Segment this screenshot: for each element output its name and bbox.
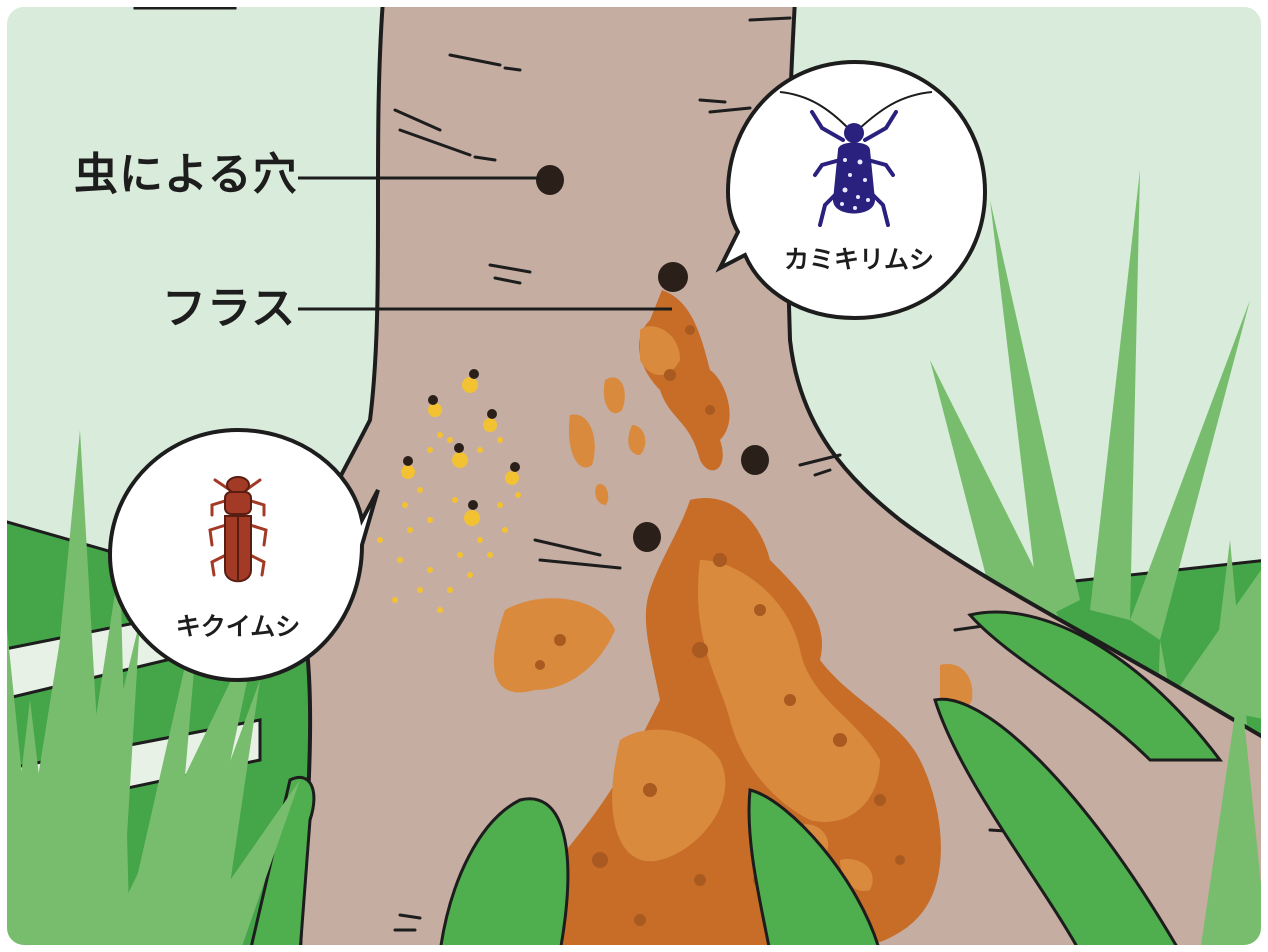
label-longhorn-beetle: カミキリムシ	[784, 247, 934, 272]
label-insect-hole: 虫による穴	[74, 153, 298, 197]
label-frass: フラス	[162, 287, 296, 331]
label-powderpost-beetle: キクイムシ	[163, 614, 313, 639]
hole-marker	[536, 165, 564, 195]
